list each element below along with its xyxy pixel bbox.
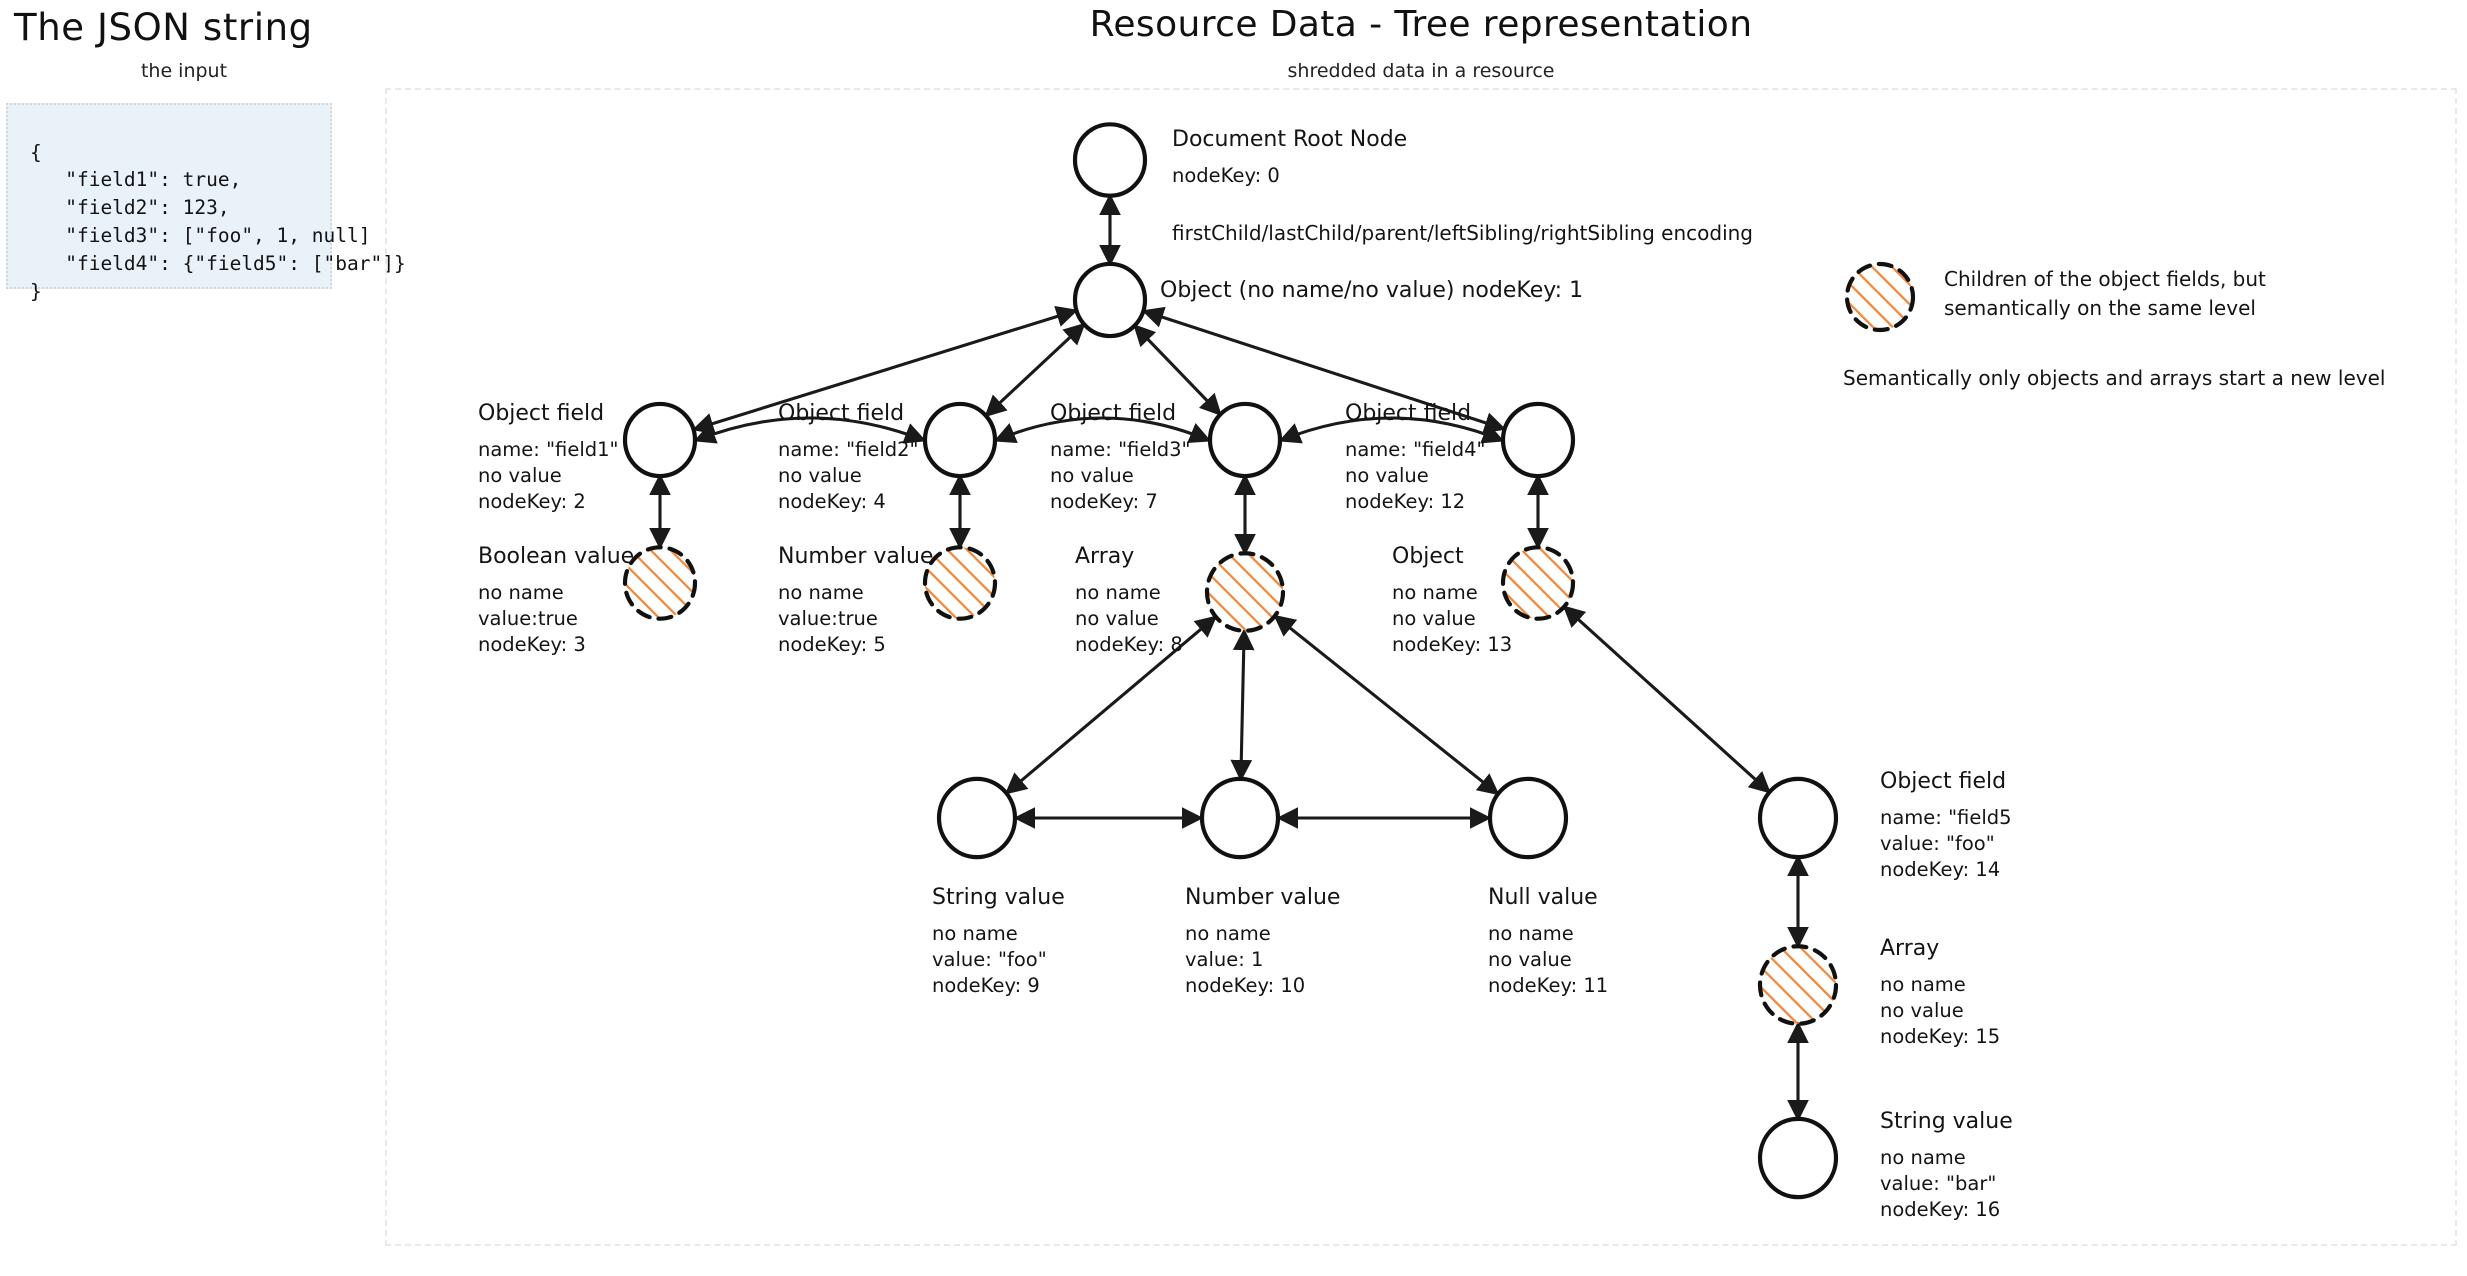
diagram-title: Resource Data - Tree representation bbox=[1089, 4, 1753, 45]
diagram-subtitle: shredded data in a resource bbox=[1287, 60, 1555, 82]
json-code-text: { "field1": true, "field2": 123, "field3… bbox=[30, 140, 406, 303]
page-subtitle: the input bbox=[140, 60, 228, 82]
diagram-panel bbox=[385, 88, 2457, 1246]
json-input-panel: The JSON string the input { "field1": tr… bbox=[0, 0, 406, 1276]
page-title: The JSON string bbox=[14, 6, 313, 49]
json-code-box: { "field1": true, "field2": 123, "field3… bbox=[6, 103, 406, 303]
